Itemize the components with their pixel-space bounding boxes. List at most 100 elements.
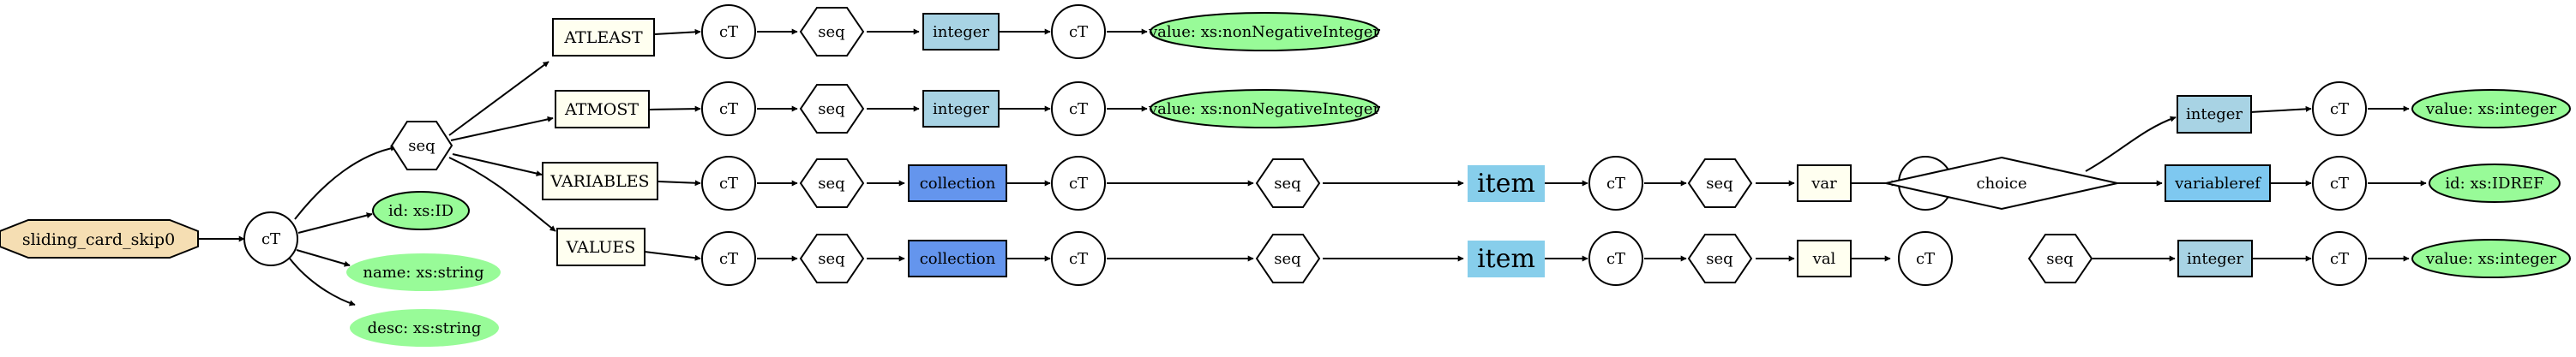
atleast-seq: seq xyxy=(799,7,865,57)
edge-ct-id xyxy=(297,212,373,234)
edge-vr-1 xyxy=(658,180,701,187)
values-value-int: value: xs:integer xyxy=(2411,239,2571,278)
edge-seq-atleast xyxy=(448,61,549,136)
values-ct1: cT xyxy=(701,231,756,286)
value-label: value: xs:nonNegativeInteger xyxy=(1148,100,1380,118)
atmost-integer: integer xyxy=(922,90,1000,128)
atmost-label: ATMOST xyxy=(564,100,639,119)
ct-label: cT xyxy=(1606,175,1625,193)
collection-label: collection xyxy=(920,175,996,193)
values-seq2: seq xyxy=(1255,234,1321,283)
variables-integer: integer xyxy=(2177,95,2252,134)
variables-choice: choice xyxy=(1885,156,2118,211)
variables-seq1: seq xyxy=(799,158,865,208)
seq-label: seq xyxy=(1274,175,1300,193)
var-label: var xyxy=(1810,175,1837,193)
values-seq4: seq xyxy=(2027,234,2093,283)
edge-ct-desc xyxy=(289,258,356,306)
variables-item: item xyxy=(1468,165,1545,202)
seq-label: seq xyxy=(818,175,844,193)
variables-keyword: VARIABLES xyxy=(542,162,658,200)
ct-label: cT xyxy=(2330,100,2349,118)
seq-label: seq xyxy=(1706,175,1732,193)
edge-ct-name xyxy=(296,249,351,267)
attr-id-label: id: xs:ID xyxy=(388,202,453,220)
ct-label: cT xyxy=(1069,100,1088,118)
ct-label: cT xyxy=(1916,250,1935,268)
seq-label: seq xyxy=(818,250,844,268)
ct-node: cT xyxy=(243,211,298,266)
value-label: value: xs:integer xyxy=(2425,100,2557,118)
values-seq3: seq xyxy=(1687,234,1753,283)
variables-ct1: cT xyxy=(701,156,756,211)
edges xyxy=(197,28,2427,306)
atmost-value: value: xs:nonNegativeInteger xyxy=(1148,89,1380,128)
variables-variableref: variableref xyxy=(2165,164,2271,202)
variables-idref: id: xs:IDREF xyxy=(2429,164,2561,203)
attr-name-label: name: xs:string xyxy=(363,264,483,282)
integer-label: integer xyxy=(933,23,989,41)
ct-label: cT xyxy=(719,23,738,41)
edge-seq-values xyxy=(448,157,556,232)
value-label: value: xs:integer xyxy=(2425,250,2557,268)
atleast-keyword: ATLEAST xyxy=(552,18,655,57)
ct-label: cT xyxy=(719,175,738,193)
atmost-seq: seq xyxy=(799,84,865,134)
edge-vr-choice-int xyxy=(2085,116,2177,172)
values-integer: integer xyxy=(2177,240,2253,277)
seq-label: seq xyxy=(1274,250,1300,268)
variables-ct6: cT xyxy=(2312,156,2367,211)
variables-ct5: cT xyxy=(2312,81,2367,136)
variables-seq2: seq xyxy=(1255,158,1321,208)
ct-label: cT xyxy=(1069,23,1088,41)
edge-vr-11 xyxy=(2249,105,2312,113)
variables-var: var xyxy=(1797,164,1852,202)
integer-label: integer xyxy=(933,100,989,118)
atleast-value: value: xs:nonNegativeInteger xyxy=(1148,12,1380,51)
attr-desc: desc: xs:string xyxy=(350,309,499,347)
edge-am-1 xyxy=(649,105,701,112)
values-ct5: cT xyxy=(2312,231,2367,286)
edge-vl-1 xyxy=(644,251,701,261)
atleast-label: ATLEAST xyxy=(563,28,643,47)
collection-label: collection xyxy=(920,250,996,268)
ct-label: cT xyxy=(1069,175,1088,193)
atleast-ct1: cT xyxy=(701,4,756,59)
root-label: sliding_card_skip0 xyxy=(22,230,175,249)
value-label: value: xs:nonNegativeInteger xyxy=(1148,23,1380,41)
atmost-keyword: ATMOST xyxy=(555,90,650,128)
values-label: VALUES xyxy=(566,238,636,257)
edge-seq-atmost xyxy=(450,116,554,141)
attr-id: id: xs:ID xyxy=(372,191,470,230)
values-val: val xyxy=(1797,240,1852,277)
seq-label: seq xyxy=(2046,250,2073,268)
ct-label: cT xyxy=(1606,250,1625,268)
values-seq1: seq xyxy=(799,234,865,283)
variables-collection: collection xyxy=(908,164,1007,202)
val-label: val xyxy=(1812,250,1836,268)
item-label: item xyxy=(1477,244,1535,274)
atmost-ct2: cT xyxy=(1051,81,1106,136)
values-keyword: VALUES xyxy=(556,228,646,266)
variables-ct3: cT xyxy=(1588,156,1643,211)
ct-label: cT xyxy=(2330,250,2349,268)
values-collection: collection xyxy=(908,240,1007,277)
seq-node: seq xyxy=(390,121,453,170)
item-label: item xyxy=(1477,169,1535,199)
values-ct2: cT xyxy=(1051,231,1106,286)
seq-label: seq xyxy=(408,137,435,155)
atleast-integer: integer xyxy=(922,13,1000,51)
integer-label: integer xyxy=(2187,250,2243,268)
variables-seq3: seq xyxy=(1687,158,1753,208)
variableref-label: variableref xyxy=(2174,175,2261,193)
ct-label: cT xyxy=(719,250,738,268)
edge-ct-seq xyxy=(294,145,397,220)
ct-label: cT xyxy=(1069,250,1088,268)
atleast-ct2: cT xyxy=(1051,4,1106,59)
edge-seq-variables xyxy=(452,153,543,176)
integer-label: integer xyxy=(2186,105,2243,123)
values-ct4: cT xyxy=(1898,231,1953,286)
variables-value-int: value: xs:integer xyxy=(2411,89,2571,128)
attr-desc-label: desc: xs:string xyxy=(368,319,482,337)
